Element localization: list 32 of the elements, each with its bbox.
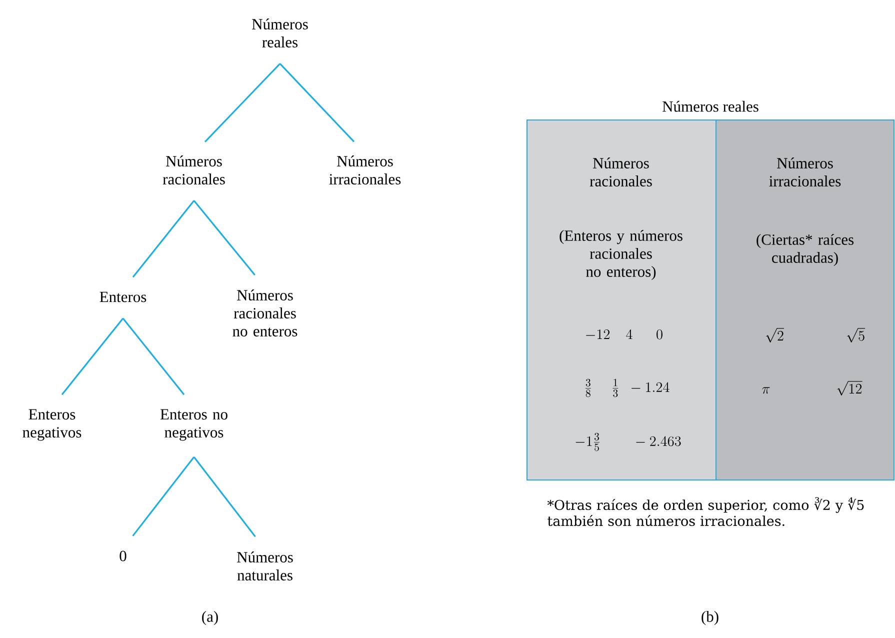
tree-label: Enteros	[100, 292, 146, 302]
branch-line	[193, 456, 256, 538]
math-entry: $\sqrt{2}\qquad\qquad\sqrt{5}$	[766, 328, 866, 342]
column-text: Números irracionales	[769, 158, 841, 186]
tree-label: Números naturales	[237, 552, 293, 580]
panel-caption: (a)	[202, 610, 218, 626]
branch-line	[61, 318, 124, 396]
tree-label: Enteros negativos	[22, 409, 82, 441]
footnote: *Otras raíces de orden superior, como ∛2 y ∜5 también son números irracionales.	[547, 497, 864, 526]
table-column	[526, 120, 716, 480]
column-text: (Ciertas* raíces cuadradas)	[756, 234, 854, 266]
branch-line	[132, 456, 195, 536]
branch-line	[279, 63, 355, 142]
branch-line	[204, 63, 281, 142]
tree-label: Números racionales	[162, 156, 225, 184]
column-text: (Enteros y números racionales no enteros)	[560, 230, 682, 280]
math-entry: $\frac{3}{8}\quad\ \frac{1}{3}\ \ -1.24$	[585, 378, 670, 398]
branch-line	[132, 200, 195, 278]
tree-label: Enteros no negativos	[160, 409, 228, 441]
panel-caption: (b)	[702, 610, 718, 626]
node-label: Números reales	[662, 100, 758, 112]
branch-line	[193, 200, 256, 276]
tree-label: Números racionales no enteros	[232, 290, 298, 336]
math-entry: $-12\quad 4\quad\ \ 0$	[586, 329, 662, 340]
tree-label: 0	[120, 550, 126, 562]
math-entry: $\pi\qquad\qquad\ \sqrt{12}$	[762, 381, 862, 396]
tree-label: Números reales	[252, 18, 308, 48]
tree-label: Números irracionales	[329, 156, 401, 184]
math-entry: $-1\frac{3}{5}\qquad -2.463$	[576, 432, 681, 452]
table-column	[716, 120, 894, 480]
column-text: Números racionales	[590, 158, 652, 186]
branch-line	[122, 318, 185, 396]
